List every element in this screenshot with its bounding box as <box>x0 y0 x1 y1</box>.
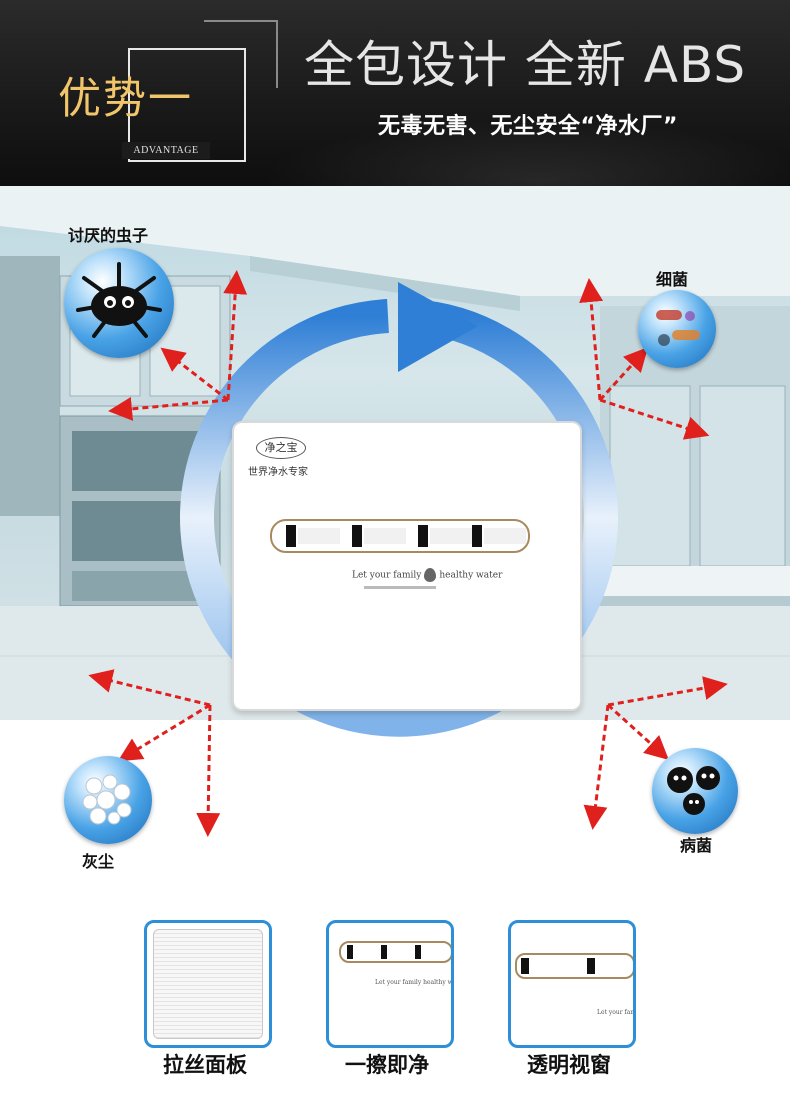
virus-icon <box>652 748 738 834</box>
advantage-badge-title: 优势一 <box>58 74 193 124</box>
feature-label-brushed-panel: 拉丝面板 <box>163 1053 247 1077</box>
kitchen-background <box>0 186 790 720</box>
feature-thumb-wipe-clean: Let your family healthy water <box>326 920 454 1048</box>
product-slogan: Let your family healthy water <box>352 568 502 582</box>
germ-label-bugs: 讨厌的虫子 <box>68 226 149 245</box>
header-banner: 优势一 ADVANTAGE 全包设计 全新 ABS 无毒无害、无尘安全“净水厂” <box>0 0 790 186</box>
transparent-window-icon <box>515 953 633 979</box>
slogan-right: healthy water <box>439 570 503 581</box>
brushed-panel-icon <box>153 929 263 1039</box>
feature-label-wipe-clean: 一擦即净 <box>345 1053 429 1077</box>
advantage-badge-subtitle: ADVANTAGE <box>122 142 210 159</box>
water-drop-icon <box>424 568 437 582</box>
germ-label-virus: 病菌 <box>680 836 713 855</box>
feature-label-transparent-window: 透明视窗 <box>527 1053 611 1077</box>
cycle-arrow-ring <box>180 299 618 737</box>
slogan-left: Let your family <box>352 570 422 581</box>
badge-frame <box>128 48 246 162</box>
germ-label-bacteria: 细菌 <box>656 270 689 289</box>
bug-icon <box>64 248 174 358</box>
bacteria-icon <box>638 290 716 368</box>
slogan-underline <box>364 586 436 589</box>
kitchen-illustration <box>0 186 790 720</box>
feature-thumb-brushed-panel <box>144 920 272 1048</box>
brand-tagline: 世界净水专家 <box>248 467 308 478</box>
thumb-slogan-2: Let your family <box>597 1009 636 1016</box>
badge-frame-decoration <box>204 20 278 88</box>
wipe-clean-icon <box>339 941 451 963</box>
water-purifier-front: 净之宝 世界净水专家 Let your family healthy water <box>232 421 582 711</box>
page-title: 全包设计 全新 ABS <box>304 36 747 94</box>
header-glow <box>260 120 790 186</box>
brand-logo: 净之宝 <box>256 437 306 459</box>
page-subtitle: 无毒无害、无尘安全“净水厂” <box>378 114 678 139</box>
feature-thumb-transparent-window: Let your family <box>508 920 636 1048</box>
germ-label-dust: 灰尘 <box>82 852 115 871</box>
thumb-slogan-1: Let your family healthy water <box>375 979 453 986</box>
dust-icon <box>64 756 152 844</box>
filter-window-bar <box>270 519 530 553</box>
cycle-arrow-head <box>398 282 478 372</box>
